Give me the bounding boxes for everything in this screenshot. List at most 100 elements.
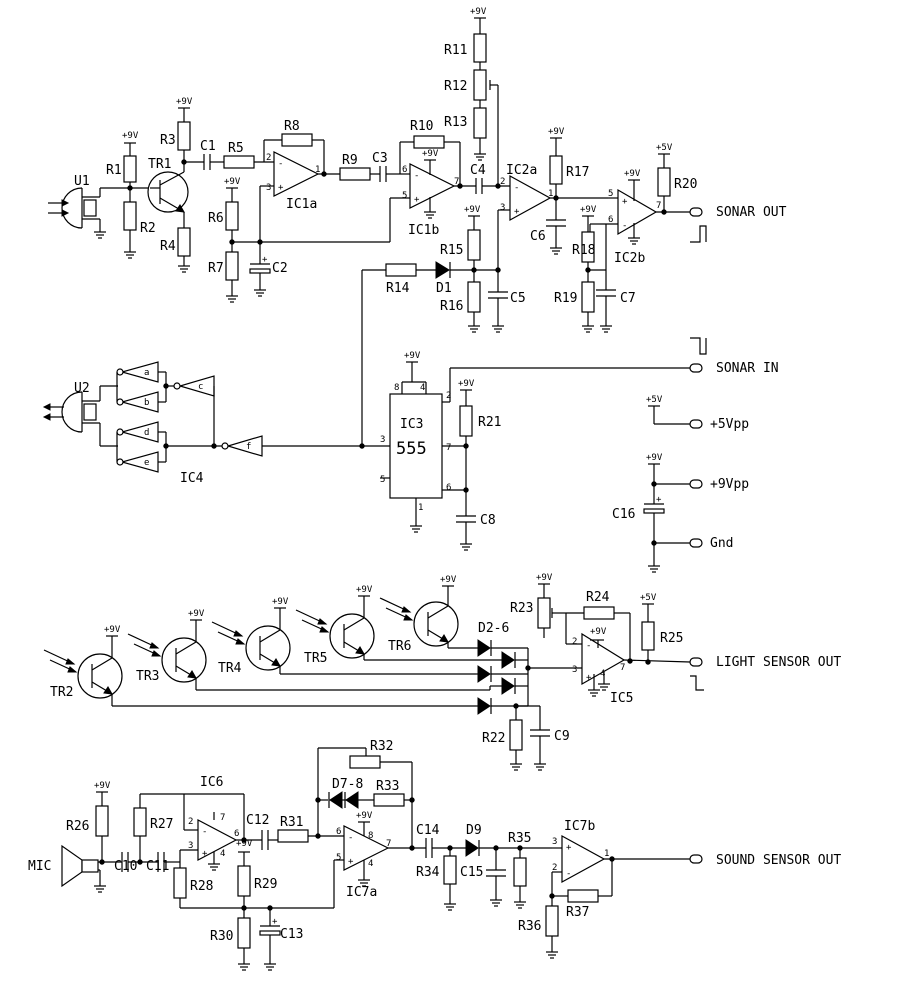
diode-d9	[465, 839, 479, 857]
label-d2-6: D2-6	[478, 621, 509, 636]
phototransistor-tr6	[413, 601, 459, 647]
phototransistor-tr4	[245, 625, 291, 671]
label-r15: R15	[440, 243, 463, 258]
label-c10: C10	[114, 859, 137, 874]
connector-gnd[interactable]	[689, 538, 703, 548]
connector-light-out[interactable]	[689, 657, 703, 667]
label-r33: R33	[376, 779, 399, 794]
label-r3: R3	[160, 133, 176, 148]
connector-sound-out[interactable]	[689, 854, 703, 864]
supply-9v: +9V	[104, 625, 121, 635]
svg-text:+: +	[586, 673, 592, 683]
connector-sonar-out[interactable]	[689, 207, 703, 217]
svg-text:3: 3	[188, 841, 193, 851]
inverter-gate-a	[119, 361, 159, 383]
timer-ic3-555	[389, 393, 443, 499]
label-r9: R9	[342, 153, 358, 168]
label-r13: R13	[444, 115, 467, 130]
label-r14: R14	[386, 281, 410, 296]
svg-text:6: 6	[336, 827, 341, 837]
svg-text:-: -	[514, 183, 519, 193]
svg-text:2: 2	[572, 637, 577, 647]
label-gnd: Gnd	[710, 536, 733, 551]
svg-text:+: +	[272, 917, 278, 927]
svg-text:d: d	[144, 428, 149, 438]
resistor-r5	[223, 155, 255, 169]
resistor-r37	[567, 889, 599, 903]
resistor-r24	[583, 606, 615, 620]
svg-text:5: 5	[380, 475, 385, 485]
svg-text:6: 6	[446, 483, 451, 493]
resistor-r1	[123, 155, 137, 183]
svg-text:f: f	[246, 442, 251, 452]
svg-text:+: +	[514, 207, 520, 217]
svg-text:+: +	[348, 857, 354, 867]
supply-9v: +9V	[646, 453, 663, 463]
opamp-ic1a	[273, 151, 320, 197]
resistor-r36	[545, 905, 559, 937]
supply-9v: +9V	[464, 205, 481, 215]
connector-9vpp[interactable]	[689, 479, 703, 489]
label-tr4: TR4	[218, 661, 242, 676]
supply-9v: +9V	[356, 585, 373, 595]
svg-text:7: 7	[454, 177, 459, 187]
label-r23: R23	[510, 601, 533, 616]
label-ic4: IC4	[180, 471, 204, 486]
svg-text:6: 6	[402, 165, 407, 175]
resistor-r14	[385, 263, 417, 277]
supply-9v: +9V	[590, 627, 607, 637]
label-9vpp: +9Vpp	[710, 477, 749, 492]
opamp-ic6	[197, 819, 238, 861]
svg-text:6: 6	[608, 215, 613, 225]
svg-text:-: -	[348, 833, 353, 843]
phototransistor-tr2	[77, 653, 123, 699]
supply-9v: +9V	[458, 379, 475, 389]
opamp-ic2a	[509, 174, 552, 222]
label-r27: R27	[150, 817, 173, 832]
transducer-u1	[48, 187, 150, 239]
resistor-r25	[641, 621, 655, 651]
svg-text:1: 1	[604, 849, 609, 859]
label-ic5: IC5	[610, 691, 633, 706]
svg-text:+: +	[622, 197, 628, 207]
supply-9v: +9V	[188, 609, 205, 619]
phototransistor-tr3	[161, 637, 207, 683]
opamp-ic1b	[409, 163, 456, 209]
transducer-u2	[83, 403, 97, 421]
connector-sonar-in[interactable]	[689, 363, 703, 373]
microphone	[61, 844, 83, 888]
svg-text:+: +	[278, 183, 284, 193]
label-r18: R18	[572, 243, 595, 258]
label-r12: R12	[444, 79, 467, 94]
supply-5v: +5V	[640, 593, 657, 603]
label-ic1a: IC1a	[286, 197, 317, 212]
label-c5: C5	[510, 291, 526, 306]
svg-text:2: 2	[266, 153, 271, 163]
svg-text:-: -	[414, 171, 419, 181]
label-r30: R30	[210, 929, 233, 944]
resistor-r12	[473, 69, 487, 101]
resistor-r22	[509, 719, 523, 751]
inverter-gate-b	[119, 391, 159, 413]
resistor-r8	[281, 133, 313, 147]
label-r21: R21	[478, 415, 501, 430]
resistor-r9	[339, 167, 371, 181]
label-ic3: IC3	[400, 417, 423, 432]
supply-9v: +9V	[224, 177, 241, 187]
label-u1: U1	[74, 174, 90, 189]
label-r36: R36	[518, 919, 541, 934]
resistor-r35	[513, 857, 527, 887]
label-r31: R31	[280, 815, 303, 830]
svg-text:+: +	[262, 255, 268, 265]
connector-5vpp[interactable]	[689, 419, 703, 429]
svg-text:-: -	[622, 221, 627, 231]
svg-text:7: 7	[386, 839, 391, 849]
diode-array-d2-6	[476, 639, 529, 715]
diode-d1	[435, 261, 450, 279]
label-r7: R7	[208, 261, 224, 276]
label-ic6: IC6	[200, 775, 223, 790]
label-r29: R29	[254, 877, 277, 892]
label-r20: R20	[674, 177, 697, 192]
label-sonar-out: SONAR OUT	[716, 205, 787, 220]
diode-d8	[345, 791, 359, 809]
